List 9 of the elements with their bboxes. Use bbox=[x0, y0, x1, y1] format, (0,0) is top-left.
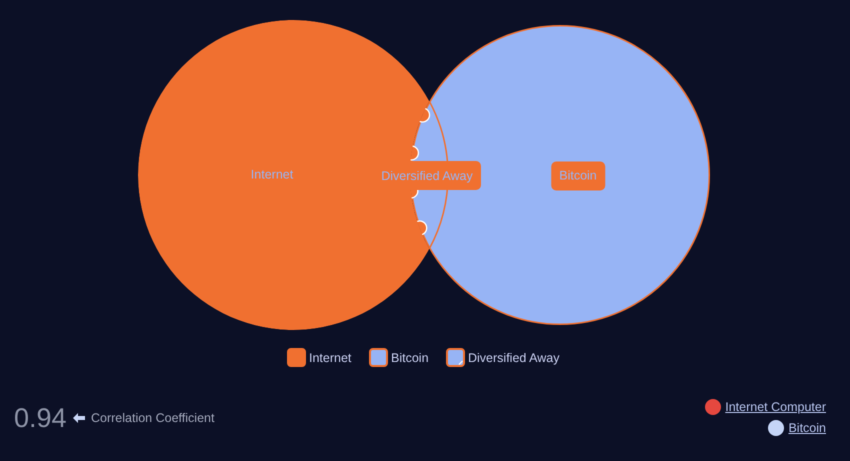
coefficient-caption: Correlation Coefficient bbox=[91, 411, 214, 425]
circle-label: Internet bbox=[250, 168, 294, 182]
coefficient-value: 0.94 bbox=[14, 403, 67, 434]
legend-link: Internet Computer bbox=[725, 400, 826, 414]
circle-label-pill: Bitcoin bbox=[551, 161, 605, 190]
legend-label: Internet bbox=[309, 350, 352, 364]
legend-link: Bitcoin bbox=[788, 421, 826, 435]
legend-label: Diversified Away bbox=[468, 350, 560, 364]
legend-label: Bitcoin bbox=[391, 350, 429, 364]
